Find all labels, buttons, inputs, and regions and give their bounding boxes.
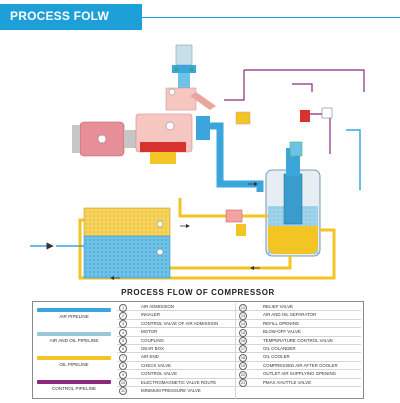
air-oil-separator [265, 148, 321, 257]
item-number: 9 [119, 370, 127, 379]
item-number: 11 [119, 387, 127, 396]
legend-row: 6 GEAR BOX 17 OIL COLANDER [117, 345, 361, 354]
header-bar [0, 4, 142, 30]
item-label: MINIMUM PRESSURE VALVE [141, 387, 201, 393]
legend-table: AIR PIPELINE AIR AND OIL PIPELINE OIL PI… [32, 301, 364, 399]
item-label: CONTROL VALVE OF AIR ADMISSION [141, 320, 219, 326]
item-number: 20 [239, 370, 247, 379]
item-label: OUTLET AIR SUPPLYING OPENING [263, 371, 337, 377]
pipeline-key: AIR PIPELINE AIR AND OIL PIPELINE OIL PI… [33, 302, 113, 398]
item-label: MOTOR [141, 329, 158, 335]
item-label: COMPRESSED AIR AFTER COOLER [263, 362, 338, 368]
item-number: 8 [119, 362, 127, 371]
item-number: 21 [239, 379, 247, 388]
pipe-label: AIR AND OIL PIPELINE [49, 338, 99, 343]
item-number: 19 [239, 362, 247, 371]
oil-pipe-swatch [37, 356, 111, 360]
temperature-control-valve [225, 209, 246, 236]
item-number: 13 [239, 311, 247, 320]
legend-row: 11 MINIMUM PRESSURE VALVE [117, 387, 361, 396]
item-number: 16 [239, 337, 247, 346]
legend-row: 9 CONTROL VALVE 20 OUTLET AIR SUPPLYING … [117, 370, 361, 379]
item-label: AIR AND OIL SEPARATOR [263, 312, 317, 318]
item-label: INHALER [141, 312, 161, 318]
item-label: COUPLING [141, 337, 164, 343]
item-number: 4 [119, 328, 127, 337]
legend-row: 8 CHECK VALVE 19 COMPRESSED AIR AFTER CO… [117, 362, 361, 371]
legend-row: 2 INHALER 13 AIR AND OIL SEPARATOR [117, 311, 361, 320]
legend-row: 10 ELECTROMAGNETIC VALVE ROUTE 21 PMAX A… [117, 379, 361, 388]
item-label: AIR END [141, 354, 159, 360]
motor [72, 121, 136, 157]
air-pipe-swatch [37, 308, 111, 312]
page-header: PROCESS FOLW [0, 0, 400, 34]
legend-row: 1 AIR ADMISSION 12 RELIEF VALVE [117, 303, 361, 312]
item-number: 7 [119, 353, 127, 362]
pipe-label: OIL PIPELINE [59, 362, 89, 367]
legend-rows: 1 AIR ADMISSION 12 RELIEF VALVE 2 INHALE… [117, 303, 361, 399]
item-label: OIL COOLER [263, 354, 290, 360]
item-label: RELIEF VALVE [263, 304, 294, 309]
air-end [135, 113, 193, 164]
oil-cooler [83, 207, 171, 279]
compressor-flow-diagram [30, 44, 365, 280]
item-number: 1 [119, 303, 127, 312]
item-label: OIL COLANDER [263, 345, 296, 351]
item-number: 2 [119, 311, 127, 320]
air-pipeline [30, 129, 361, 246]
legend-row: 7 AIR END 18 OIL COOLER [117, 353, 361, 362]
item-label: TEMPERATURE CONTROL VALVE [263, 337, 334, 343]
flow-arrows [110, 182, 260, 280]
control-pipeline [224, 69, 365, 157]
legend-title: PROCESS FLOW OF COMPRESSOR [121, 288, 275, 297]
item-number: 10 [119, 379, 127, 388]
item-label: CONTROL VALVE [141, 371, 178, 377]
pipe-item-air: AIR PIPELINE [37, 308, 111, 319]
item-label: CHECK VALVE [141, 362, 172, 368]
item-label: GEAR BOX [141, 345, 164, 351]
item-number: 14 [239, 320, 247, 329]
control-pipe-swatch [37, 380, 111, 384]
pipe-item-oil: OIL PIPELINE [37, 356, 111, 367]
air-oil-pipe-swatch [37, 332, 111, 336]
column-divider [235, 303, 236, 399]
pipe-label: CONTROL PIPELINE [51, 386, 97, 391]
item-label: BLOW-OFF VALVE [263, 329, 301, 335]
item-number: 12 [239, 303, 247, 312]
pipe-label: AIR PIPELINE [59, 314, 89, 319]
pipe-item-air-oil: AIR AND OIL PIPELINE [37, 332, 111, 343]
page-title: PROCESS FOLW [10, 9, 110, 23]
item-label: REFILL OPENING [263, 320, 300, 326]
legend-row: 3 CONTROL VALVE OF AIR ADMISSION 14 REFI… [117, 320, 361, 329]
legend-row: 5 COUPLING 16 TEMPERATURE CONTROL VALVE [117, 337, 361, 346]
item-label: ELECTROMAGNETIC VALVE ROUTE [141, 379, 217, 385]
item-number: 17 [239, 345, 247, 354]
air-oil-pipeline [196, 116, 264, 192]
pipe-item-control: CONTROL PIPELINE [37, 380, 111, 391]
header-line [142, 17, 400, 18]
item-number: 5 [119, 337, 127, 346]
item-number: 15 [239, 328, 247, 337]
legend-row: 4 MOTOR 15 BLOW-OFF VALVE [117, 328, 361, 337]
inhaler [165, 87, 216, 111]
item-number: 6 [119, 345, 127, 354]
item-label: PMAX AHUTTLE VALVE [263, 379, 312, 385]
item-label: AIR ADMISSION [141, 304, 174, 309]
item-number: 18 [239, 353, 247, 362]
item-number: 3 [119, 320, 127, 329]
legend: PROCESS FLOW OF COMPRESSOR AIR PIPELINE … [32, 288, 364, 400]
